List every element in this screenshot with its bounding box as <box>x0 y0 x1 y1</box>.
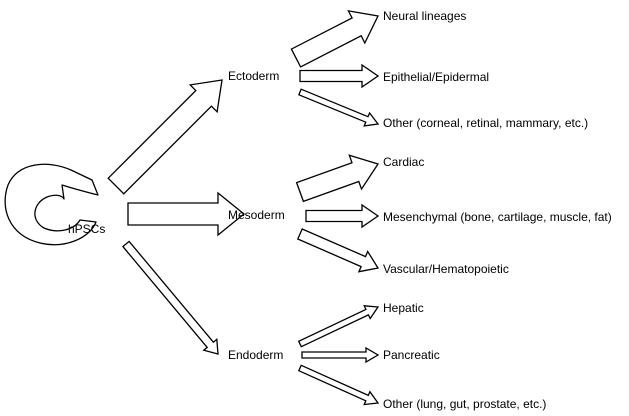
arrow-to-other-ecto <box>298 88 380 127</box>
lineage-neural-label: Neural lineages <box>383 9 466 23</box>
arrow-to-cardiac <box>295 154 380 203</box>
arrow-to-ectoderm <box>107 79 223 195</box>
arrow-to-mesenchymal <box>305 203 380 229</box>
arrow-to-mesoderm <box>127 191 246 237</box>
lineage-pancreatic-label: Pancreatic <box>383 348 440 362</box>
arrow-to-hepatic <box>297 305 380 348</box>
lineage-other-endoderm-label: Other (lung, gut, prostate, etc.) <box>383 397 546 411</box>
hpscs-label: hPSCs <box>68 222 105 236</box>
layer-to-lineage-arrows <box>290 10 380 406</box>
arrow-to-endoderm <box>121 240 219 355</box>
self-renewal-arrow <box>4 163 99 246</box>
arrow-to-pancreatic <box>301 346 380 364</box>
lineage-cardiac-label: Cardiac <box>383 155 424 169</box>
source-to-layer-arrows <box>107 79 246 355</box>
arrow-to-vascular <box>296 228 380 273</box>
arrow-to-neural <box>290 10 379 68</box>
lineage-other-ectoderm-label: Other (corneal, retinal, mammary, etc.) <box>383 116 588 130</box>
mesoderm-label: Mesoderm <box>228 208 285 222</box>
lineage-vascular-label: Vascular/Hematopoietic <box>383 262 509 276</box>
arrow-to-other-endo <box>297 364 380 406</box>
ectoderm-label: Ectoderm <box>228 69 279 83</box>
lineage-mesenchymal-label: Mesenchymal (bone, cartilage, muscle, fa… <box>383 210 612 224</box>
lineage-hepatic-label: Hepatic <box>383 301 424 315</box>
arrow-to-epithelial <box>299 63 380 89</box>
endoderm-label: Endoderm <box>228 348 283 362</box>
lineage-epithelial-label: Epithelial/Epidermal <box>383 70 489 84</box>
